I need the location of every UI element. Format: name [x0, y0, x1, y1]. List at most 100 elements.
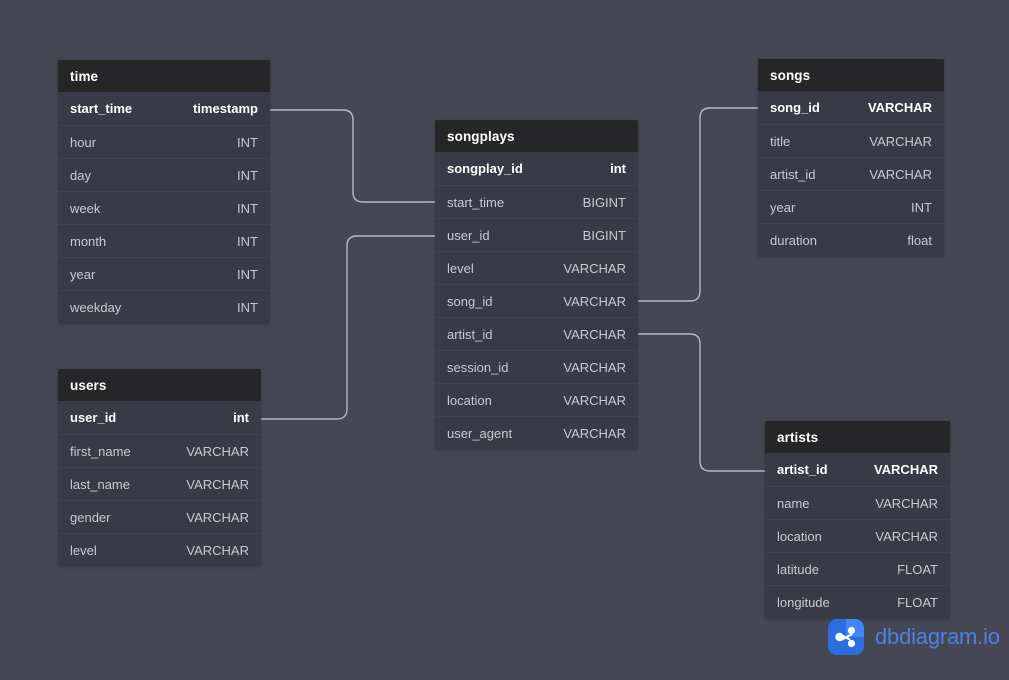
table-title-users[interactable]: users: [58, 369, 261, 401]
field-type: VARCHAR: [867, 100, 932, 115]
table-card-artists[interactable]: artists artist_id VARCHAR name VARCHAR l…: [765, 421, 950, 618]
table-title-artists[interactable]: artists: [765, 421, 950, 453]
field-row[interactable]: week INT: [58, 191, 270, 224]
field-row[interactable]: first_name VARCHAR: [58, 434, 261, 467]
field-row[interactable]: longitude FLOAT: [765, 585, 950, 618]
field-type: int: [610, 161, 626, 176]
field-type: VARCHAR: [186, 509, 249, 525]
field-row[interactable]: gender VARCHAR: [58, 500, 261, 533]
field-row[interactable]: start_time BIGINT: [435, 185, 638, 218]
field-name: gender: [70, 509, 111, 525]
field-row[interactable]: last_name VARCHAR: [58, 467, 261, 500]
dbdiagram-watermark[interactable]: dbdiagram.io: [828, 619, 1000, 655]
field-row[interactable]: location VARCHAR: [765, 519, 950, 552]
table-fields-songs: song_id VARCHAR title VARCHAR artist_id …: [758, 91, 944, 256]
field-row[interactable]: user_agent VARCHAR: [435, 416, 638, 449]
field-name: session_id: [447, 359, 509, 375]
field-type: INT: [237, 266, 258, 282]
field-type: int: [233, 410, 249, 425]
field-type: VARCHAR: [186, 476, 249, 492]
field-name: user_id: [447, 227, 490, 243]
field-name: start_time: [70, 101, 133, 116]
field-name: year: [770, 199, 796, 215]
table-card-songs[interactable]: songs song_id VARCHAR title VARCHAR arti…: [758, 59, 944, 256]
field-row[interactable]: session_id VARCHAR: [435, 350, 638, 383]
field-type: BIGINT: [582, 194, 626, 210]
field-row[interactable]: artist_id VARCHAR: [765, 453, 950, 486]
field-name: longitude: [777, 594, 830, 610]
field-row[interactable]: month INT: [58, 224, 270, 257]
field-type: VARCHAR: [563, 260, 626, 276]
field-row[interactable]: song_id VARCHAR: [758, 91, 944, 124]
field-row[interactable]: artist_id VARCHAR: [758, 157, 944, 190]
field-type: BIGINT: [582, 227, 626, 243]
field-name: songplay_id: [447, 161, 523, 176]
table-title-songs[interactable]: songs: [758, 59, 944, 91]
field-row[interactable]: level VARCHAR: [58, 533, 261, 566]
field-type: VARCHAR: [563, 359, 626, 375]
field-row[interactable]: weekday INT: [58, 290, 270, 323]
field-row[interactable]: user_id BIGINT: [435, 218, 638, 251]
field-type: VARCHAR: [563, 326, 626, 342]
field-row[interactable]: title VARCHAR: [758, 124, 944, 157]
table-card-users[interactable]: users user_id int first_name VARCHAR las…: [58, 369, 261, 566]
field-name: weekday: [70, 299, 122, 315]
field-row[interactable]: year INT: [758, 190, 944, 223]
table-card-songplays[interactable]: songplays songplay_id int start_time BIG…: [435, 120, 638, 449]
field-type: VARCHAR: [186, 542, 249, 558]
field-name: day: [70, 167, 91, 183]
field-row[interactable]: year INT: [58, 257, 270, 290]
field-row[interactable]: duration float: [758, 223, 944, 256]
field-name: first_name: [70, 443, 131, 459]
field-name: latitude: [777, 561, 819, 577]
field-name: name: [777, 495, 810, 511]
field-name: hour: [70, 134, 97, 150]
field-type: VARCHAR: [869, 133, 932, 149]
table-fields-songplays: songplay_id int start_time BIGINT user_i…: [435, 152, 638, 449]
field-name: duration: [770, 232, 817, 248]
field-type: VARCHAR: [563, 293, 626, 309]
field-name: month: [70, 233, 107, 249]
field-row[interactable]: artist_id VARCHAR: [435, 317, 638, 350]
table-card-time[interactable]: time start_time timestamp hour INT day I…: [58, 60, 270, 323]
field-name: title: [770, 133, 791, 149]
field-type: timestamp: [192, 101, 258, 116]
table-fields-artists: artist_id VARCHAR name VARCHAR location …: [765, 453, 950, 618]
field-name: artist_id: [447, 326, 493, 342]
field-type: VARCHAR: [869, 166, 932, 182]
edge-songplays-artists: [638, 333, 765, 472]
field-type: INT: [911, 199, 932, 215]
table-title-time[interactable]: time: [58, 60, 270, 92]
field-name: artist_id: [777, 462, 828, 477]
edge-songplays-songs: [638, 107, 758, 302]
field-row[interactable]: level VARCHAR: [435, 251, 638, 284]
field-row[interactable]: songplay_id int: [435, 152, 638, 185]
field-name: start_time: [447, 194, 505, 210]
edge-time-songplays: [270, 109, 435, 203]
field-type: VARCHAR: [873, 462, 938, 477]
field-type: INT: [237, 299, 258, 315]
field-type: INT: [237, 167, 258, 183]
field-type: FLOAT: [897, 561, 938, 577]
table-fields-time: start_time timestamp hour INT day INT we…: [58, 92, 270, 323]
field-row[interactable]: name VARCHAR: [765, 486, 950, 519]
dbdiagram-wordmark: dbdiagram.io: [875, 624, 1000, 649]
field-row[interactable]: day INT: [58, 158, 270, 191]
field-type: VARCHAR: [875, 528, 938, 544]
field-name: year: [70, 266, 96, 282]
field-name: location: [447, 392, 492, 408]
field-row[interactable]: song_id VARCHAR: [435, 284, 638, 317]
field-name: song_id: [447, 293, 493, 309]
field-row[interactable]: start_time timestamp: [58, 92, 270, 125]
field-row[interactable]: hour INT: [58, 125, 270, 158]
table-title-songplays[interactable]: songplays: [435, 120, 638, 152]
field-row[interactable]: user_id int: [58, 401, 261, 434]
field-type: VARCHAR: [875, 495, 938, 511]
field-type: INT: [237, 134, 258, 150]
field-type: VARCHAR: [186, 443, 249, 459]
field-row[interactable]: latitude FLOAT: [765, 552, 950, 585]
field-type: INT: [237, 200, 258, 216]
field-name: location: [777, 528, 822, 544]
field-row[interactable]: location VARCHAR: [435, 383, 638, 416]
